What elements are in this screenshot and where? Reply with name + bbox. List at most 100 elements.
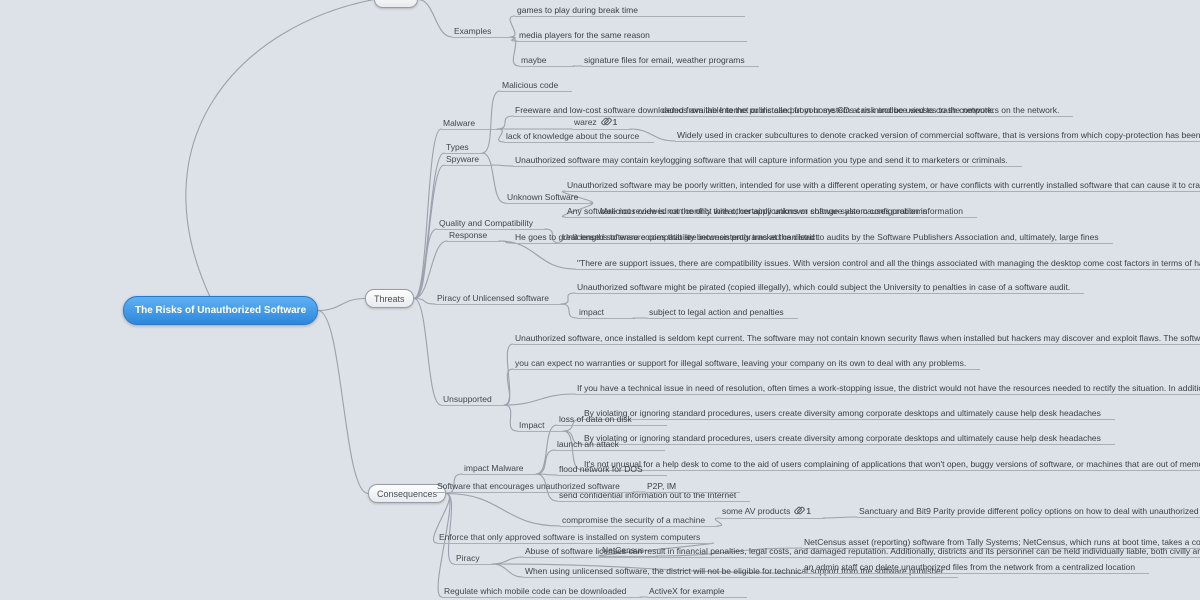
node-piracy-unl[interactable]: Piracy of Unlicensed software [435, 292, 563, 305]
node-types[interactable]: Types [444, 141, 484, 154]
node-label: NetCensus asset (reporting) software fro… [804, 537, 1200, 547]
node-enforce[interactable]: Enforce that only approved software is i… [437, 531, 715, 544]
node-label: Any software not reviewed can conflict w… [567, 206, 963, 216]
node-malware[interactable]: Malware [441, 117, 499, 130]
node-spyware[interactable]: Spyware [444, 153, 494, 166]
connector [496, 128, 505, 143]
node-support-issues[interactable]: "There are support issues, there are com… [575, 257, 1200, 270]
node-consequences[interactable]: Consequences [368, 484, 447, 503]
node-pirated[interactable]: Unauthorized software might be pirated (… [575, 281, 1085, 294]
node-netcensus[interactable]: NetCensus [600, 544, 659, 557]
node-examples[interactable]: Examples [452, 25, 512, 38]
node-label: Regulate which mobile code can be downlo… [444, 586, 627, 596]
node-launch[interactable]: launch an attack [555, 438, 665, 451]
node-root[interactable]: The Risks of Unauthorized Software [123, 296, 319, 325]
node-media[interactable]: media players for the same reason [517, 29, 747, 42]
node-unlic-copies[interactable]: Unlicensed software copies that are inco… [560, 231, 1113, 244]
connector [185, 0, 375, 300]
node-label: games to play during break time [517, 5, 638, 15]
node-admin-delete[interactable]: an admin staff can delete unauthorized f… [802, 561, 1150, 574]
node-malicious[interactable]: Malicious code [500, 79, 573, 92]
node-signature[interactable]: signature files for email, weather progr… [582, 54, 759, 67]
connector [417, 0, 453, 38]
connector [822, 516, 858, 519]
node-label: loss of data on disk [559, 414, 632, 424]
node-legal[interactable]: subject to legal action and penalties [647, 306, 798, 319]
node-label: you can expect no warranties or support … [515, 358, 967, 368]
connector [317, 309, 369, 495]
node-flood[interactable]: flood network for DOS [557, 463, 667, 476]
node-label: Types [446, 142, 469, 152]
node-violating1[interactable]: By violating or ignoring standard proced… [582, 407, 1115, 420]
node-no-warranties[interactable]: you can expect no warranties or support … [513, 357, 981, 370]
node-soft-enc[interactable]: Software that encourages unauthorized so… [435, 480, 635, 493]
connector [503, 404, 518, 432]
node-poorly[interactable]: Unauthorized software may be poorly writ… [565, 179, 1200, 192]
node-label: Examples [454, 26, 492, 36]
node-label: media players for the same reason [519, 30, 650, 40]
node-maybe[interactable]: maybe [519, 54, 575, 67]
node-games[interactable]: games to play during break time [515, 4, 745, 17]
connector [496, 115, 514, 130]
node-label: Unauthorized software may contain keylog… [515, 155, 1008, 165]
node-label: Unlicensed software copies that are inco… [562, 232, 1099, 242]
node-label: impact Malware [464, 463, 524, 473]
node-label: Widely used in cracker subcultures to de… [677, 130, 1200, 140]
node-label: NetCensus [602, 545, 645, 555]
node-warez-def[interactable]: Widely used in cracker subcultures to de… [675, 129, 1200, 142]
node-impact-malware[interactable]: impact Malware [462, 462, 538, 475]
node-p2p[interactable]: P2P, IM [645, 480, 740, 493]
node-top-node[interactable] [374, 0, 418, 8]
node-no-support[interactable]: When using unlicensed software, the dist… [523, 565, 958, 578]
node-impact-p[interactable]: impact [577, 306, 635, 319]
node-label: launch an attack [557, 439, 619, 449]
node-label: impact [579, 307, 605, 317]
node-qc[interactable]: Quality and Compatibility [437, 217, 548, 230]
connector [498, 240, 576, 270]
node-compromise[interactable]: compromise the security of a machine [560, 514, 720, 527]
node-activex[interactable]: ActiveX for example [647, 585, 747, 598]
node-label: Spyware [446, 154, 480, 164]
node-unsupported[interactable]: Unsupported [441, 393, 506, 406]
node-response[interactable]: Response [447, 229, 502, 242]
connector [535, 473, 558, 476]
connector [317, 297, 366, 312]
node-lack[interactable]: lack of knowledge about the source [504, 130, 654, 143]
node-spyware-leaf[interactable]: Unauthorized software may contain keylog… [513, 154, 1022, 167]
connector [445, 492, 455, 565]
node-intruders[interactable]: demos available to the public can put yo… [660, 104, 1074, 117]
node-label: Sanctuary and Bit9 Parity provide differ… [859, 506, 1200, 516]
node-send-conf[interactable]: send confidential information out to the… [557, 489, 751, 502]
link-icon[interactable] [601, 117, 612, 126]
node-seldom[interactable]: Unauthorized software, once installed is… [513, 332, 1200, 345]
connector [413, 164, 445, 300]
node-impact-u[interactable]: Impact [517, 419, 565, 432]
node-netcensus-def[interactable]: NetCensus asset (reporting) software fro… [802, 536, 1200, 549]
node-regulate[interactable]: Regulate which mobile code can be downlo… [442, 585, 642, 598]
connector [503, 393, 576, 406]
node-label: Response [449, 230, 488, 240]
node-violating2[interactable]: By violating or ignoring standard proced… [582, 432, 1115, 445]
node-label: subject to legal action and penalties [649, 307, 784, 317]
node-label: Unsupported [443, 394, 492, 404]
node-unknown[interactable]: Unknown Software [505, 191, 593, 204]
node-abuse[interactable]: Abuse of software licenses can result in… [523, 545, 1200, 558]
node-piracy-c[interactable]: Piracy [454, 552, 494, 565]
node-helpdesk[interactable]: It's not unusual for a help desk to come… [582, 458, 1200, 471]
node-sanctuary[interactable]: Sanctuary and Bit9 Parity provide differ… [857, 505, 1200, 518]
node-tech-issue[interactable]: If you have a technical issue in need of… [575, 382, 1200, 395]
link-icon[interactable] [794, 506, 805, 515]
connector [491, 556, 524, 565]
node-mal-threat[interactable]: Malicious code is not the only threat; c… [598, 205, 941, 218]
node-label: P2P, IM [647, 481, 677, 491]
node-label: Unauthorized software may be poorly writ… [567, 180, 1200, 190]
node-label: Malware [443, 118, 476, 128]
connector [413, 228, 438, 300]
node-threats[interactable]: Threats [365, 289, 414, 308]
connector [560, 292, 576, 305]
node-loss-data[interactable]: loss of data on disk [557, 413, 667, 426]
connector [490, 164, 514, 167]
